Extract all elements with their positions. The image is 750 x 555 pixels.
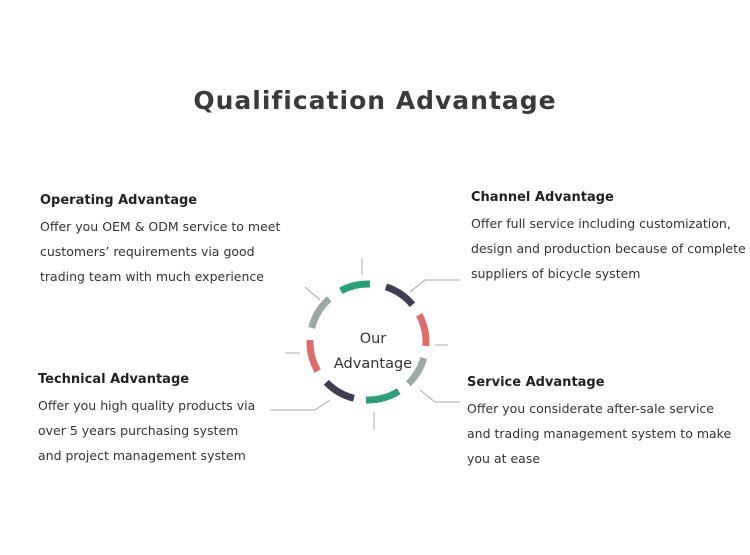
- service-advantage-block: Service Advantage Offer you considerate …: [467, 372, 731, 471]
- ring-segments: [306, 280, 430, 404]
- ring-segment-bottom-green: [365, 388, 401, 404]
- technical-line-3: and project management system: [38, 448, 246, 463]
- ring-segment-left-red: [306, 339, 321, 373]
- ring-segment-right-red: [416, 313, 430, 347]
- ring-segment-right-gray: [405, 356, 428, 387]
- connector-channel: [409, 279, 460, 293]
- operating-heading: Operating Advantage: [40, 193, 198, 208]
- channel-advantage-block: Channel Advantage Offer full service inc…: [471, 187, 746, 286]
- connector-lines: [270, 258, 460, 430]
- ring-segment-top-green: [339, 280, 371, 294]
- service-line-3: you at ease: [467, 451, 541, 466]
- ring-segment-left-gray: [308, 296, 332, 329]
- channel-heading: Channel Advantage: [471, 190, 614, 205]
- connector-operating: [304, 286, 321, 301]
- technical-advantage-block: Technical Advantage Offer you high quali…: [38, 369, 255, 468]
- center-label-our: Our: [359, 331, 387, 347]
- ring-segment-top-navy: [384, 283, 416, 308]
- ring-segment-bottom-navy: [323, 379, 355, 402]
- operating-line-1: Offer you OEM & ODM service to meet: [40, 219, 281, 234]
- operating-line-2: customers’ requirements via good: [40, 244, 255, 259]
- technical-heading: Technical Advantage: [38, 372, 190, 387]
- page-title: Qualification Advantage: [193, 86, 557, 115]
- service-line-1: Offer you considerate after-sale service: [467, 401, 714, 416]
- channel-line-2: design and production because of complet…: [471, 241, 746, 256]
- channel-line-1: Offer full service including customizati…: [471, 216, 731, 231]
- technical-line-1: Offer you high quality products via: [38, 398, 256, 413]
- connector-technical: [270, 399, 331, 411]
- center-label-advantage: Advantage: [333, 356, 413, 372]
- operating-line-3: trading team with much experience: [40, 269, 264, 284]
- technical-line-2: over 5 years purchasing system: [38, 423, 239, 438]
- connector-service: [419, 389, 460, 403]
- service-line-2: and trading management system to make: [467, 426, 732, 441]
- service-heading: Service Advantage: [467, 375, 605, 390]
- operating-advantage-block: Operating Advantage Offer you OEM & ODM …: [40, 190, 280, 289]
- channel-line-3: suppliers of bicycle system: [471, 266, 641, 281]
